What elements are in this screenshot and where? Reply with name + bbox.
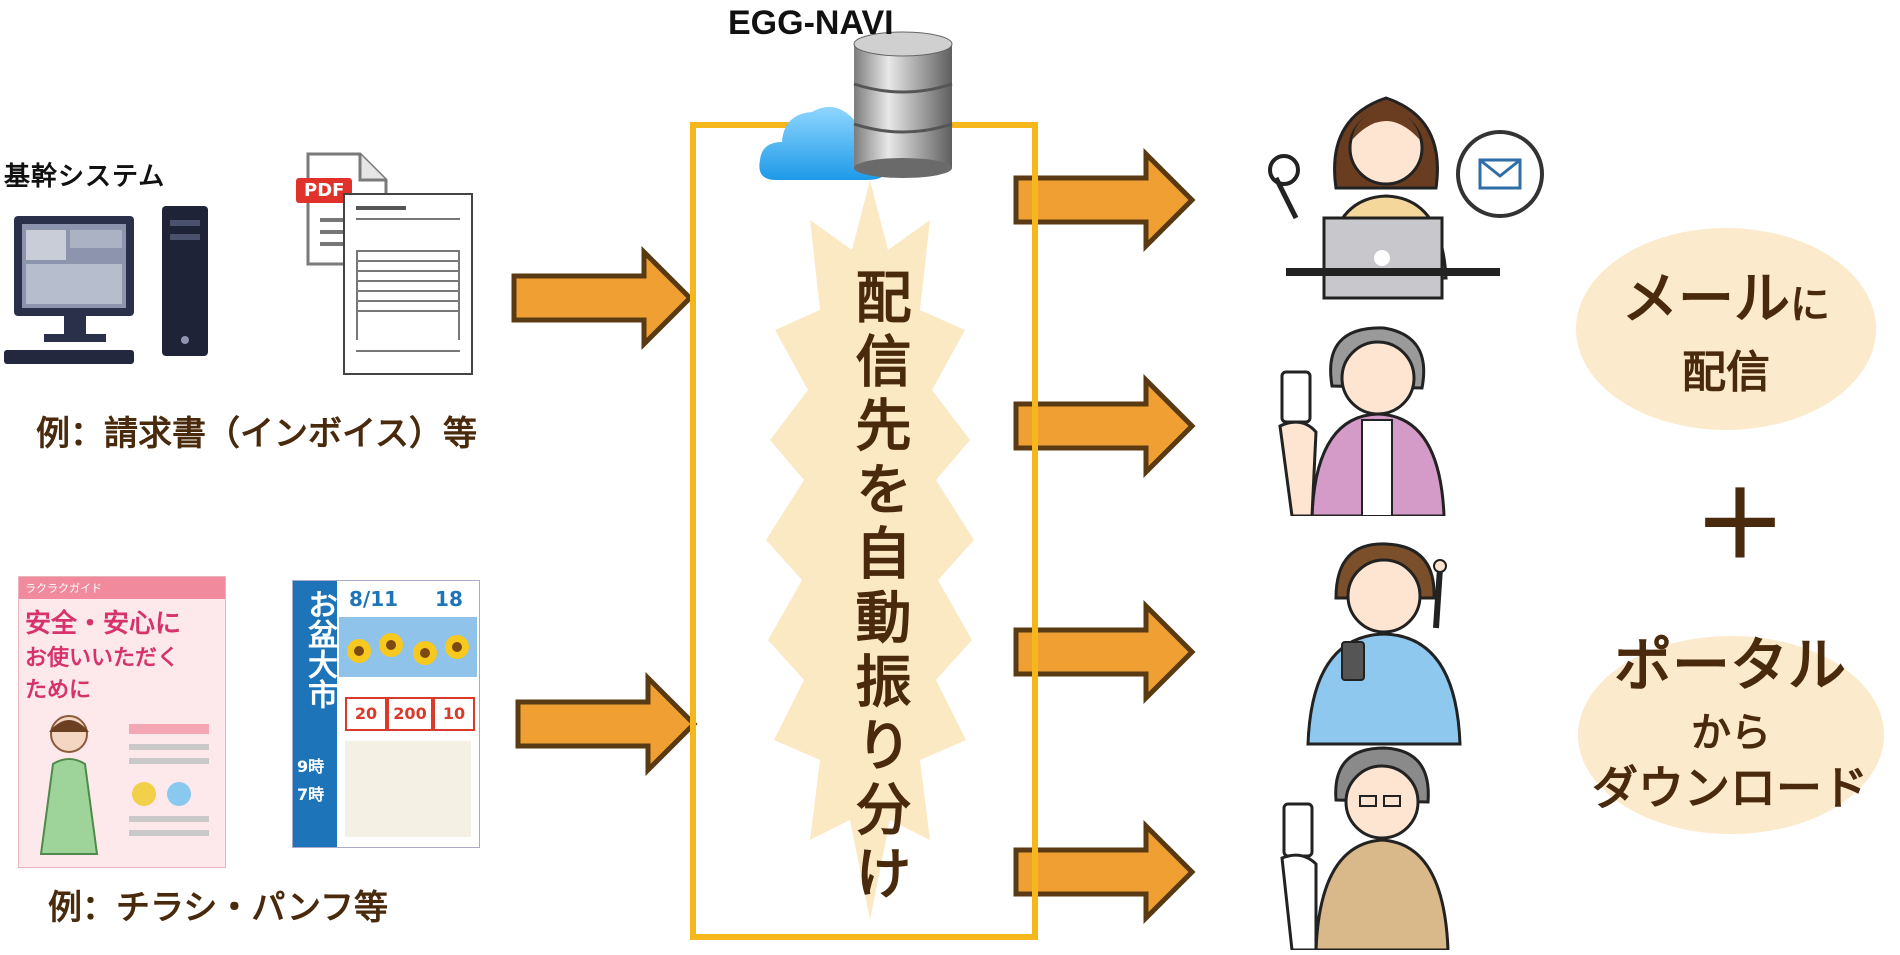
obon-sale-date-end: 18	[435, 587, 463, 611]
core-system-title: 基幹システム	[4, 162, 166, 192]
invoice-paper-icon	[343, 193, 473, 375]
mail-particle: に	[1790, 282, 1830, 328]
output-arrow-4	[1016, 826, 1192, 918]
mail-delivery-line1: メールに	[1576, 254, 1876, 335]
safety-flyer: ラクラクガイド 安全・安心に お使いいただく ために	[18, 576, 226, 868]
obon-sale-close-time: 7時	[297, 785, 325, 804]
portal-download-word: ダウンロード	[1592, 761, 1868, 815]
desktop-computer-icon	[4, 206, 208, 364]
flyer-example-caption: 例：チラシ・パンフ等	[48, 888, 388, 928]
obon-sale-sidebar	[293, 581, 337, 847]
mail-delivery-ellipse	[1576, 228, 1876, 430]
auto-sort-label: 配信先を自動振り分け	[846, 268, 911, 908]
woman-laptop-person-icon	[1268, 96, 1544, 300]
obon-sale-date: 8/11 18	[349, 587, 463, 611]
safety-flyer-title-1: 安全・安心に	[25, 609, 182, 639]
woman-figure-icon	[39, 715, 209, 855]
portal-particle: から	[1691, 710, 1771, 756]
older-woman-phone-person-icon	[1278, 326, 1446, 516]
output-arrow-2	[1016, 380, 1192, 472]
invoice-example-caption: 例：請求書（インボイス）等	[36, 414, 477, 454]
plus-sign: ＋	[1693, 472, 1786, 579]
obon-sale-open-time: 9時	[297, 757, 325, 776]
obon-sale-badge-20: 20	[345, 697, 387, 731]
pdf-badge: PDF	[296, 178, 353, 203]
database-server-icon	[853, 31, 953, 178]
output-arrow-1	[1016, 154, 1192, 246]
obon-sale-flyer: お盆大市 9時 7時 8/11 18 20 200 10	[292, 580, 480, 848]
portal-word: ポータル	[1613, 631, 1846, 699]
sunflower-field-icon	[339, 617, 477, 677]
input-arrow-invoice	[514, 252, 690, 344]
obon-sale-date-start: 8/11	[349, 587, 399, 611]
input-arrow-flyer	[518, 678, 694, 770]
obon-sale-title: お盆大市	[302, 589, 337, 709]
portal-download-ellipse	[1578, 636, 1884, 834]
egg-navi-title: EGG-NAVI	[728, 4, 894, 42]
mail-word: メール	[1622, 267, 1790, 332]
obon-sale-badge-10: 10	[433, 697, 475, 731]
safety-flyer-title-3: ために	[25, 678, 92, 703]
obon-sale-badge-200: 200	[387, 697, 433, 731]
mail-delivery-line2: 配信	[1682, 347, 1770, 398]
older-man-phone-person-icon	[1280, 746, 1450, 950]
safety-flyer-header: ラクラクガイド	[19, 577, 225, 599]
man-blue-shirt-phone-person-icon	[1306, 542, 1462, 746]
distribution-burst-icon	[766, 180, 974, 920]
obon-sale-products	[345, 741, 471, 837]
output-arrow-3	[1016, 606, 1192, 698]
safety-flyer-title-2: お使いいただく	[25, 646, 180, 671]
